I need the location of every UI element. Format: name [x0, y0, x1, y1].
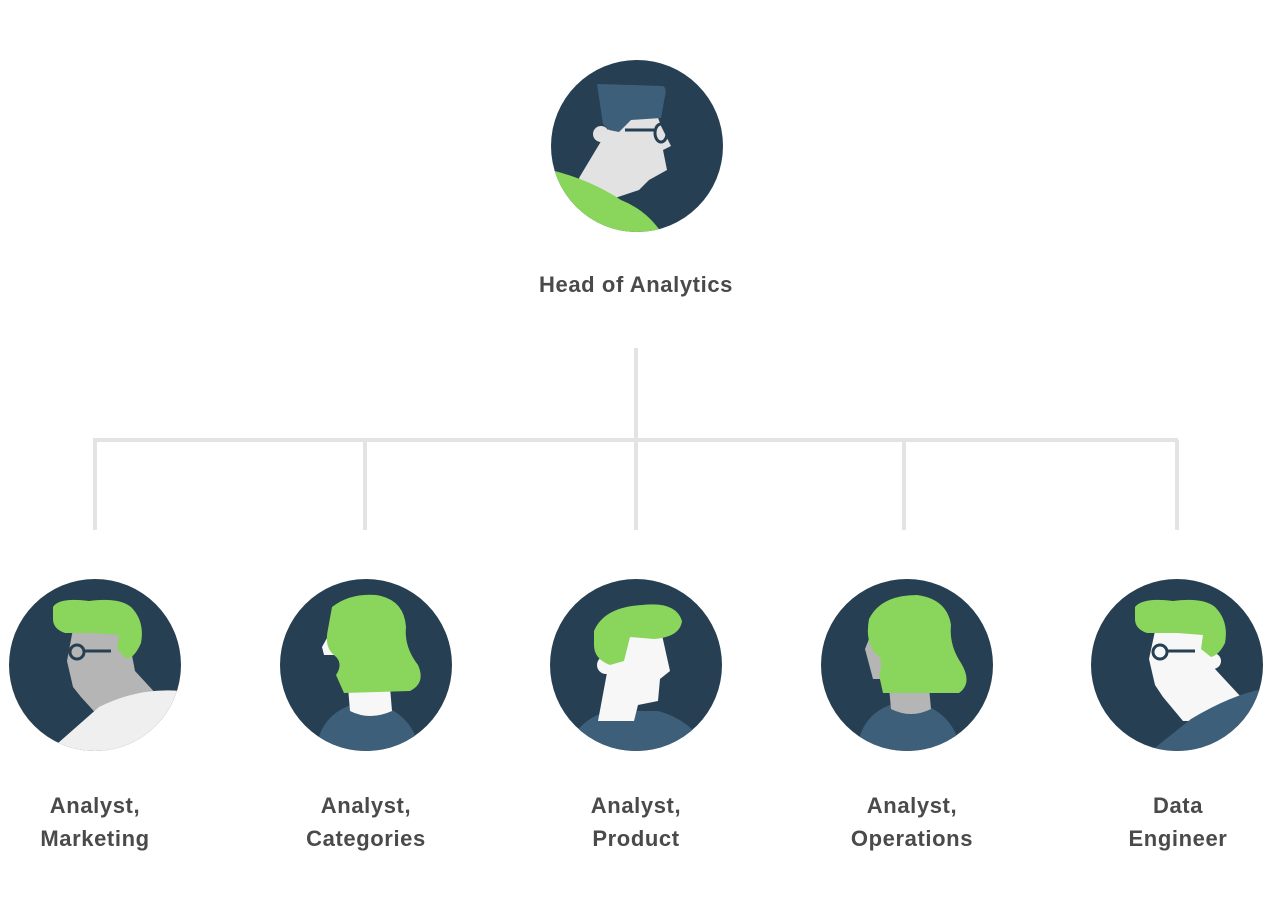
member-line1: Analyst,: [866, 793, 958, 818]
analyst-product-avatar: [550, 579, 722, 751]
member-line2: Marketing: [40, 826, 150, 851]
member-line1: Analyst,: [590, 793, 682, 818]
member-line2: Categories: [306, 826, 426, 851]
analyst-categories-avatar: [280, 579, 452, 751]
analyst-marketing-avatar: [9, 579, 181, 751]
head-title: Head of Analytics: [539, 272, 733, 297]
head-of-analytics-avatar: [551, 60, 723, 232]
member-label-marketing: Analyst, Marketing: [0, 789, 215, 855]
head-of-analytics-label: Head of Analytics: [516, 268, 756, 301]
member-line2: Engineer: [1128, 826, 1228, 851]
analyst-operations-avatar: [821, 579, 993, 751]
member-label-engineer: Data Engineer: [1058, 789, 1278, 855]
data-engineer-avatar: [1091, 579, 1263, 751]
member-line2: Operations: [850, 826, 974, 851]
member-label-categories: Analyst, Categories: [246, 789, 486, 855]
member-line1: Analyst,: [49, 793, 141, 818]
member-line1: Analyst,: [320, 793, 412, 818]
member-label-product: Analyst, Product: [516, 789, 756, 855]
member-label-operations: Analyst, Operations: [792, 789, 1032, 855]
member-line1: Data: [1152, 793, 1204, 818]
member-line2: Product: [592, 826, 680, 851]
